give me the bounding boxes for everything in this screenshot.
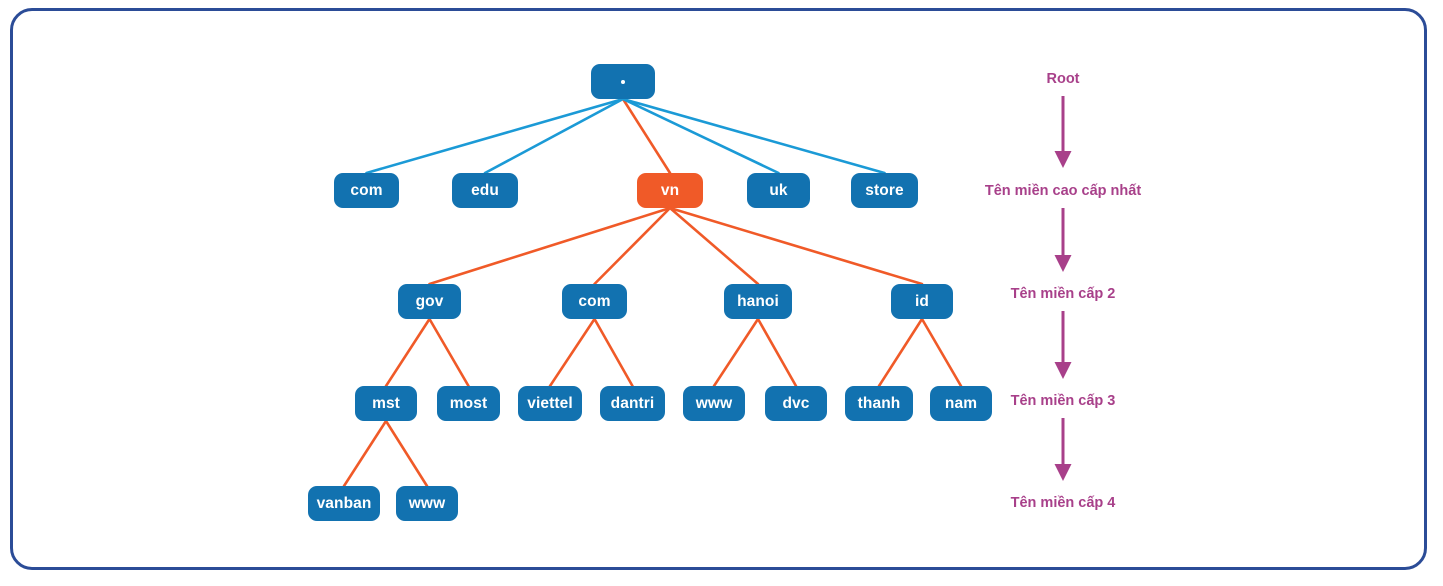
node-viettel[interactable]: viettel	[518, 386, 582, 421]
edge-vn-to-com_vn	[593, 206, 672, 286]
node-label: store	[865, 181, 904, 199]
node-label: vanban	[316, 494, 372, 512]
node-vn[interactable]: vn	[637, 173, 703, 208]
edge-id-to-thanh	[877, 317, 924, 388]
node-id[interactable]: id	[891, 284, 953, 319]
node-label: edu	[471, 181, 499, 199]
node-label: viettel	[527, 394, 573, 412]
node-hanoi[interactable]: hanoi	[724, 284, 792, 319]
node-label: nam	[944, 394, 978, 412]
legend-arrow-2-head-icon	[1054, 255, 1072, 272]
node-edu[interactable]: edu	[452, 173, 518, 208]
edge-gov-to-most	[428, 317, 470, 388]
edge-vn-to-gov	[428, 206, 672, 286]
legend-level-1: Tên miền cao cấp nhất	[984, 183, 1142, 199]
tree-edges	[342, 97, 963, 488]
edge-gov-to-mst	[384, 317, 431, 388]
legend-level-4: Tên miền cấp 4	[1010, 495, 1116, 511]
legend-arrow-1-head-icon	[1054, 151, 1072, 168]
legend-arrow-3-head-icon	[1054, 362, 1072, 379]
node-store[interactable]: store	[851, 173, 918, 208]
node-nam[interactable]: nam	[930, 386, 992, 421]
node-vanban[interactable]: vanban	[308, 486, 380, 521]
node-dvc[interactable]: dvc	[765, 386, 827, 421]
edge-vn-to-id	[668, 206, 924, 286]
legend-root: Root	[1046, 71, 1080, 87]
node-label: vn	[660, 181, 680, 199]
node-thanh[interactable]: thanh	[845, 386, 913, 421]
node-label: mst	[372, 394, 400, 412]
node-gov[interactable]: gov	[398, 284, 461, 319]
edge-mst-to-vanban	[342, 419, 388, 488]
node-label: www	[408, 494, 446, 512]
node-com_vn[interactable]: com	[562, 284, 627, 319]
root-dot-icon	[621, 79, 625, 84]
edge-hanoi-to-dvc	[756, 317, 798, 388]
edge-root-to-vn	[621, 97, 672, 175]
node-label: gov	[415, 292, 444, 310]
node-label: com	[578, 292, 611, 310]
edge-id-to-nam	[920, 317, 963, 388]
edge-root-to-uk	[621, 97, 780, 175]
node-label: dantri	[610, 394, 655, 412]
edge-mst-to-www_mst	[384, 419, 429, 488]
node-www_mst[interactable]: www	[396, 486, 458, 521]
edge-com_vn-to-dantri	[593, 317, 634, 388]
node-dantri[interactable]: dantri	[600, 386, 665, 421]
edge-vn-to-hanoi	[668, 206, 760, 286]
edge-hanoi-to-www_hn	[712, 317, 760, 388]
legend-level-2: Tên miền cấp 2	[1010, 286, 1116, 302]
edge-root-to-com_tld	[365, 97, 625, 175]
legend-level-3: Tên miền cấp 3	[1010, 393, 1116, 409]
legend-arrow-group	[1054, 96, 1072, 481]
node-root[interactable]	[591, 64, 655, 99]
legend-arrow-4-head-icon	[1054, 464, 1072, 481]
node-www_hn[interactable]: www	[683, 386, 745, 421]
node-most[interactable]: most	[437, 386, 500, 421]
edge-com_vn-to-viettel	[548, 317, 596, 388]
node-label: com	[350, 181, 383, 199]
edge-root-to-edu	[483, 97, 625, 175]
node-label: thanh	[857, 394, 901, 412]
node-label: dvc	[782, 394, 810, 412]
node-label: id	[915, 292, 929, 310]
edge-root-to-store	[621, 97, 886, 175]
node-label: most	[449, 394, 488, 412]
node-uk[interactable]: uk	[747, 173, 810, 208]
node-com_tld[interactable]: com	[334, 173, 399, 208]
node-label: hanoi	[737, 292, 779, 310]
node-mst[interactable]: mst	[355, 386, 417, 421]
node-label: uk	[769, 181, 788, 199]
node-label: www	[695, 394, 733, 412]
